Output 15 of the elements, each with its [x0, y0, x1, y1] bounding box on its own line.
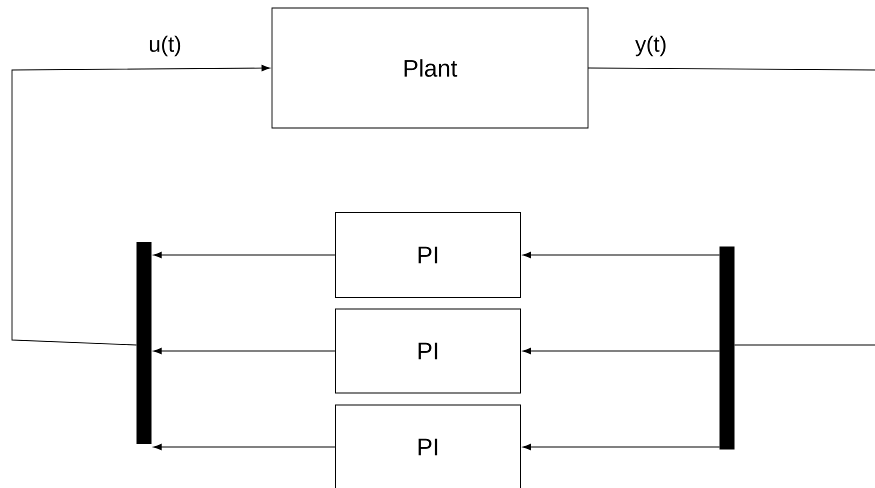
controller-box: PI [335, 212, 521, 298]
controller-box: PI [335, 308, 521, 394]
signal-label: u(t) [150, 36, 180, 56]
arrow [522, 444, 720, 450]
summing-bar [720, 246, 734, 450]
arrow [12, 64, 270, 346]
arrow [153, 252, 336, 258]
controller-box: PI [335, 404, 521, 488]
summing-bar [136, 242, 152, 444]
arrow [153, 444, 336, 450]
arrow [153, 348, 336, 354]
arrow [522, 252, 720, 258]
signal-label: y(t) [635, 36, 666, 56]
arrow [522, 348, 720, 354]
process-box: Plant [272, 8, 588, 128]
